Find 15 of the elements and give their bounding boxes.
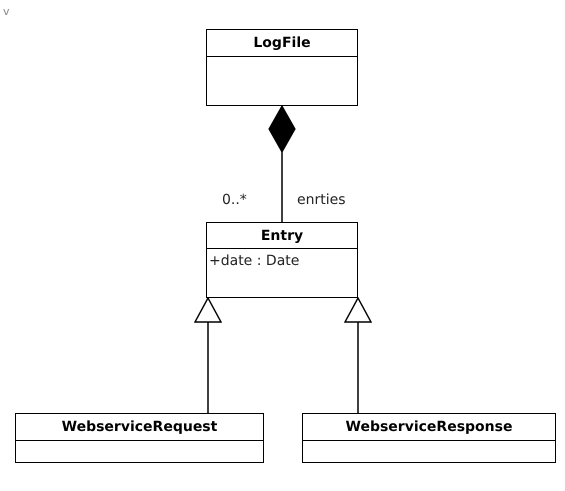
note-text: v bbox=[3, 6, 10, 17]
class-name: WebserviceRequest bbox=[62, 420, 218, 434]
connector-line bbox=[268, 105, 296, 222]
class-name: LogFile bbox=[253, 36, 311, 50]
connector-line bbox=[194, 297, 222, 413]
class-name: WebserviceResponse bbox=[346, 420, 512, 434]
class-name: Entry bbox=[260, 228, 304, 242]
role-label: enrties bbox=[297, 193, 346, 207]
connector-line bbox=[344, 297, 372, 413]
class-box bbox=[206, 29, 358, 106]
attribute-text: +date : Date bbox=[209, 252, 300, 271]
class-box bbox=[302, 413, 556, 463]
multiplicity-label: 0..* bbox=[222, 193, 247, 207]
class-box bbox=[15, 413, 264, 463]
class-box bbox=[206, 222, 358, 298]
